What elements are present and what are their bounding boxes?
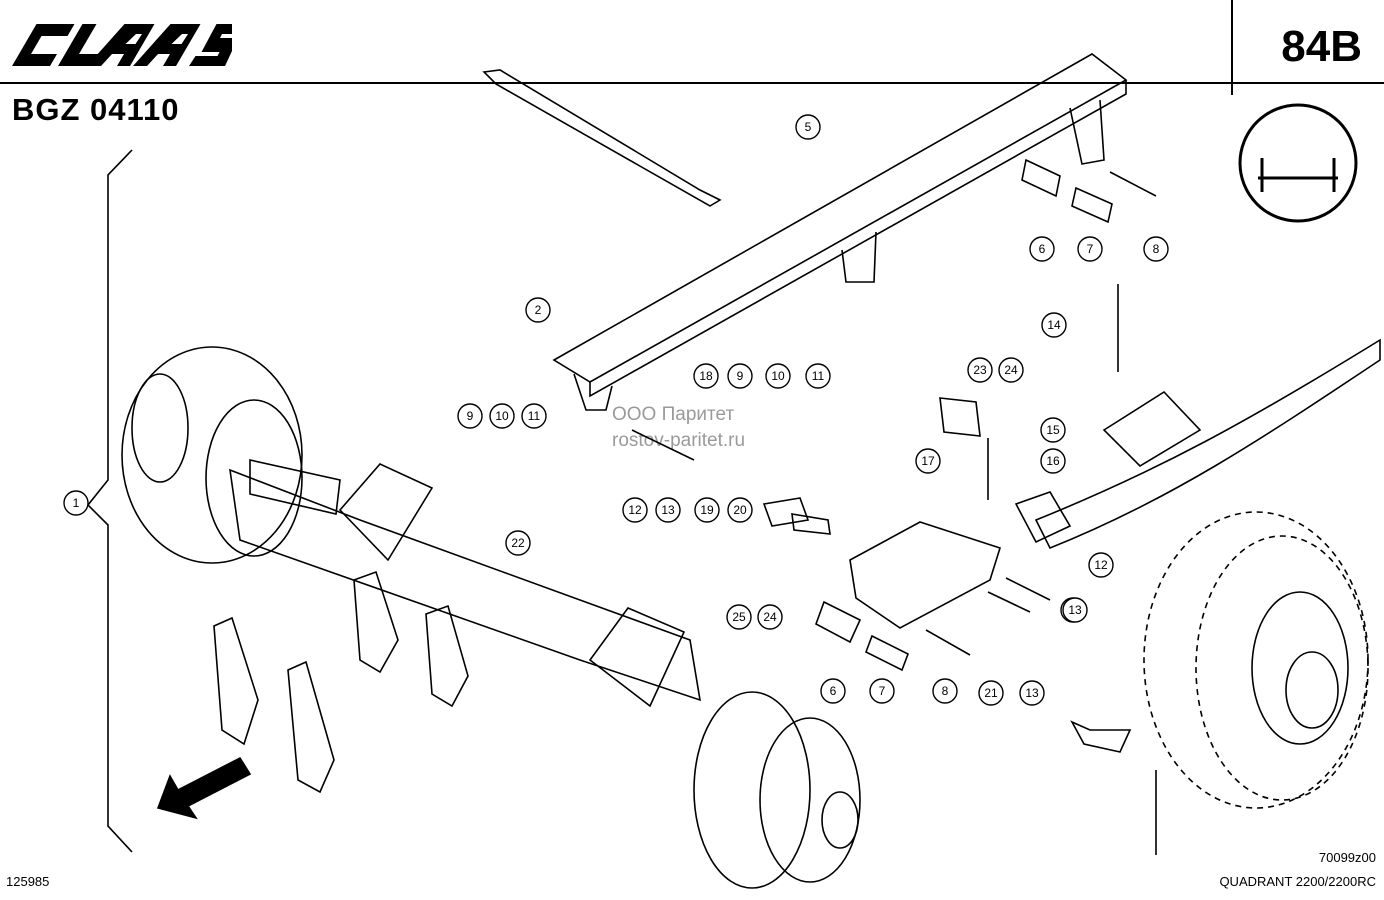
callout-label: 22 <box>511 536 525 550</box>
callout-23: 23 <box>967 357 993 383</box>
callout-label: 11 <box>528 409 541 423</box>
callout-label: 10 <box>495 409 509 423</box>
document-code: BGZ 04110 <box>12 92 180 127</box>
callout-1: 1 <box>63 490 89 516</box>
callout-6: 6 <box>1029 236 1055 262</box>
callout-label: 13 <box>1068 603 1082 617</box>
callout-12: 12 <box>622 497 648 523</box>
callout-label: 19 <box>700 503 714 517</box>
watermark: ООО Паритет rostov-paritet.ru <box>612 402 745 454</box>
axle-beam-22 <box>229 468 702 702</box>
callout-6: 6 <box>820 678 846 704</box>
callout-label: 11 <box>812 369 825 383</box>
model-name: QUADRANT 2200/2200RC <box>1219 874 1376 889</box>
callout-12: 12 <box>1088 552 1114 578</box>
footer-left-id: 125985 <box>6 874 50 889</box>
callout-2: 2 <box>525 297 551 323</box>
callout-label: 12 <box>628 503 642 517</box>
travel-direction-arrow <box>156 756 252 820</box>
callout-19: 19 <box>694 497 720 523</box>
callout-5: 5 <box>795 114 821 140</box>
callout-label: 8 <box>1153 242 1160 256</box>
right-brake-drum <box>693 691 811 889</box>
torque-rod <box>482 69 722 207</box>
slack-adjuster-left <box>213 616 259 746</box>
callout-8: 8 <box>1143 236 1169 262</box>
beam-5-side <box>589 80 1127 398</box>
callout-label: 9 <box>737 369 744 383</box>
callout-label: 13 <box>661 503 675 517</box>
callout-9: 9 <box>457 403 483 429</box>
callout-label: 13 <box>1025 686 1039 700</box>
callout-label: 12 <box>1094 558 1108 572</box>
page-code: 84B <box>1281 22 1362 71</box>
callout-label: 7 <box>879 684 886 698</box>
leaf-spring <box>1034 338 1381 550</box>
callout-label: 14 <box>1047 318 1061 332</box>
callout-24: 24 <box>757 604 783 630</box>
left-brake-drum <box>121 346 303 564</box>
callout-15: 15 <box>1040 417 1066 443</box>
callout-label: 17 <box>921 454 935 468</box>
callout-9: 9 <box>727 363 753 389</box>
callout-22: 22 <box>505 530 531 556</box>
callout-label: 21 <box>984 686 998 700</box>
callout-label: 8 <box>942 684 949 698</box>
slack-adjuster-right <box>287 660 335 794</box>
callout-13: 13 <box>1019 680 1045 706</box>
callout-18: 18 <box>693 363 719 389</box>
callout-label: 2 <box>535 303 542 317</box>
dashed-wheel-hub <box>1143 511 1369 809</box>
spring-hanger-17 <box>849 521 1001 629</box>
callout-label: 24 <box>763 610 777 624</box>
callout-25: 25 <box>726 604 752 630</box>
callout-label: 6 <box>830 684 837 698</box>
callout-8: 8 <box>932 678 958 704</box>
callout-label: 25 <box>732 610 746 624</box>
bpw-badge <box>1238 103 1358 223</box>
callout-24: 24 <box>998 357 1024 383</box>
beam-5 <box>552 53 1128 383</box>
callout-label: 16 <box>1046 454 1060 468</box>
watermark-url: rostov-paritet.ru <box>612 430 746 451</box>
callout-13: 13 <box>1062 597 1088 623</box>
callout-14: 14 <box>1041 312 1067 338</box>
callout-label: 1 <box>73 496 80 510</box>
callout-label: 20 <box>733 503 747 517</box>
callout-label: 18 <box>699 369 713 383</box>
callout-10: 10 <box>489 403 515 429</box>
watermark-company: ООО Паритет <box>612 404 735 425</box>
callout-label: 5 <box>805 120 812 134</box>
callout-label: 7 <box>1087 242 1094 256</box>
callout-label: 15 <box>1046 423 1060 437</box>
callout-21: 21 <box>978 680 1004 706</box>
callout-7: 7 <box>1077 236 1103 262</box>
callout-11: 11 <box>521 403 547 429</box>
group-bracket <box>86 149 133 853</box>
callout-17: 17 <box>915 448 941 474</box>
callout-label: 9 <box>467 409 474 423</box>
callout-16: 16 <box>1040 448 1066 474</box>
callout-label: 24 <box>1004 363 1018 377</box>
callout-11: 11 <box>805 363 831 389</box>
figure-id: 70099z00 <box>1318 850 1376 865</box>
callout-label: 23 <box>973 363 987 377</box>
callout-label: 10 <box>771 369 785 383</box>
callout-20: 20 <box>727 497 753 523</box>
callout-10: 10 <box>765 363 791 389</box>
callout-13: 13 <box>655 497 681 523</box>
callout-label: 6 <box>1039 242 1046 256</box>
claas-logo <box>12 24 232 66</box>
callout-7: 7 <box>869 678 895 704</box>
